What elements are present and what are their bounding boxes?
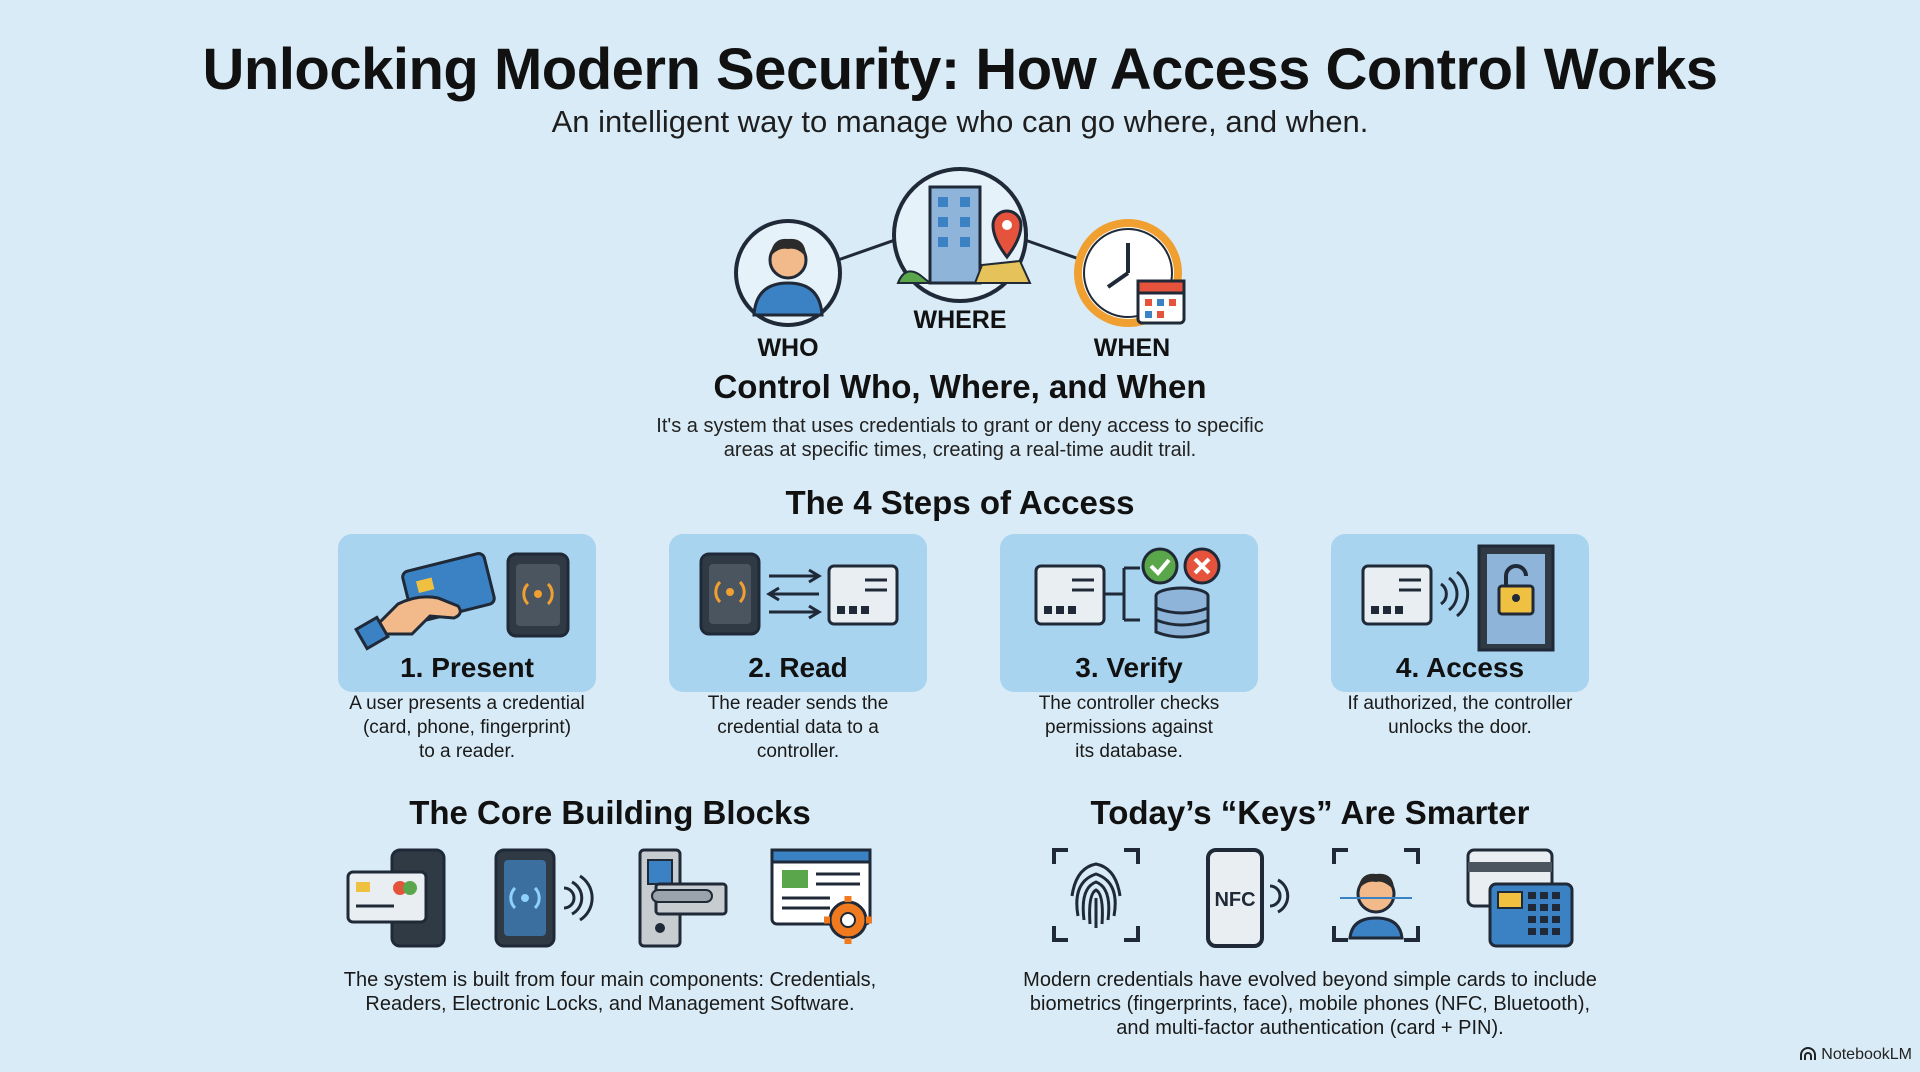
page-subtitle: An intelligent way to manage who can go … bbox=[551, 104, 1369, 139]
controller-door-lock-icon bbox=[1361, 544, 1555, 652]
management-software-gear-icon bbox=[770, 848, 872, 944]
step-desc-line: unlocks the door. bbox=[1388, 717, 1532, 738]
step-card-access: 4. Access bbox=[1331, 534, 1589, 692]
step-title: 1. Present bbox=[400, 652, 534, 683]
step-title: 3. Verify bbox=[1075, 652, 1183, 683]
page-title: Unlocking Modern Security: How Access Co… bbox=[202, 37, 1718, 102]
keys-desc-line: Modern credentials have evolved beyond s… bbox=[1023, 969, 1597, 991]
where-label: WHERE bbox=[913, 306, 1007, 334]
building-location-icon bbox=[892, 167, 1032, 303]
card-reader-icon bbox=[494, 848, 594, 948]
step-description: The reader sends the credential data to … bbox=[648, 692, 948, 764]
step-desc-line: credential data to a bbox=[717, 717, 879, 738]
reader-controller-icon bbox=[699, 552, 899, 636]
person-icon bbox=[734, 219, 842, 327]
step-desc-line: its database. bbox=[1075, 741, 1183, 762]
controller-database-icon bbox=[1034, 547, 1221, 639]
control-desc-line: It's a system that uses credentials to g… bbox=[656, 415, 1264, 437]
control-description: It's a system that uses credentials to g… bbox=[560, 414, 1360, 462]
building-blocks-icons bbox=[346, 848, 872, 948]
step-desc-line: The controller checks bbox=[1038, 693, 1220, 714]
steps-heading: The 4 Steps of Access bbox=[785, 484, 1135, 521]
building-blocks-description: The system is built from four main compo… bbox=[300, 968, 920, 1016]
step-title: 4. Access bbox=[1395, 652, 1525, 683]
fingerprint-icon bbox=[1052, 848, 1140, 942]
step-desc-line: (card, phone, fingerprint) bbox=[362, 717, 572, 738]
step-desc-line: permissions against bbox=[1045, 717, 1213, 738]
credential-card-phone-icon bbox=[346, 848, 446, 948]
step-desc-line: to a reader. bbox=[418, 741, 516, 762]
step-card-verify: 3. Verify bbox=[1000, 534, 1258, 692]
card-pin-pad-icon bbox=[1466, 848, 1574, 948]
step-description: If authorized, the controller unlocks th… bbox=[1310, 692, 1610, 740]
step-description: A user presents a credential (card, phon… bbox=[317, 692, 617, 764]
blocks-desc-line: Readers, Electronic Locks, and Managemen… bbox=[365, 993, 855, 1015]
notebooklm-logo-icon bbox=[1799, 1047, 1816, 1060]
nfc-phone-icon: NFC bbox=[1206, 848, 1290, 948]
hand-card-icon bbox=[354, 552, 570, 651]
face-recognition-icon bbox=[1332, 848, 1420, 942]
smarter-keys-heading: Today’s “Keys” Are Smarter bbox=[1090, 794, 1530, 831]
keys-desc-line: and multi-factor authentication (card + … bbox=[1116, 1017, 1504, 1039]
step-title: 2. Read bbox=[748, 652, 848, 683]
step-description: The controller checks permissions agains… bbox=[979, 692, 1279, 764]
building-blocks-heading: The Core Building Blocks bbox=[409, 794, 811, 831]
brand-label: NotebookLM bbox=[1821, 1046, 1912, 1063]
smarter-keys-description: Modern credentials have evolved beyond s… bbox=[970, 968, 1650, 1040]
notebooklm-brand: NotebookLM bbox=[1799, 1046, 1912, 1064]
smarter-keys-icons: NFC bbox=[1052, 848, 1574, 948]
svg-text:NFC: NFC bbox=[1214, 889, 1255, 911]
step-desc-line: The reader sends the bbox=[707, 693, 889, 714]
keys-desc-line: biometrics (fingerprints, face), mobile … bbox=[1029, 993, 1591, 1015]
electronic-lock-icon bbox=[638, 848, 728, 948]
step-card-read: 2. Read bbox=[669, 534, 927, 692]
who-label: WHO bbox=[757, 334, 819, 362]
clock-calendar-icon bbox=[1074, 219, 1186, 327]
blocks-desc-line: The system is built from four main compo… bbox=[343, 969, 877, 991]
control-heading: Control Who, Where, and When bbox=[713, 368, 1207, 405]
step-desc-line: controller. bbox=[756, 741, 840, 762]
who-where-when-diagram bbox=[734, 167, 1186, 327]
step-desc-line: If authorized, the controller bbox=[1347, 693, 1573, 714]
step-card-present: 1. Present bbox=[338, 534, 596, 692]
step-desc-line: A user presents a credential bbox=[349, 693, 585, 714]
when-label: WHEN bbox=[1093, 334, 1171, 362]
control-desc-line: areas at specific times, creating a real… bbox=[723, 439, 1197, 461]
